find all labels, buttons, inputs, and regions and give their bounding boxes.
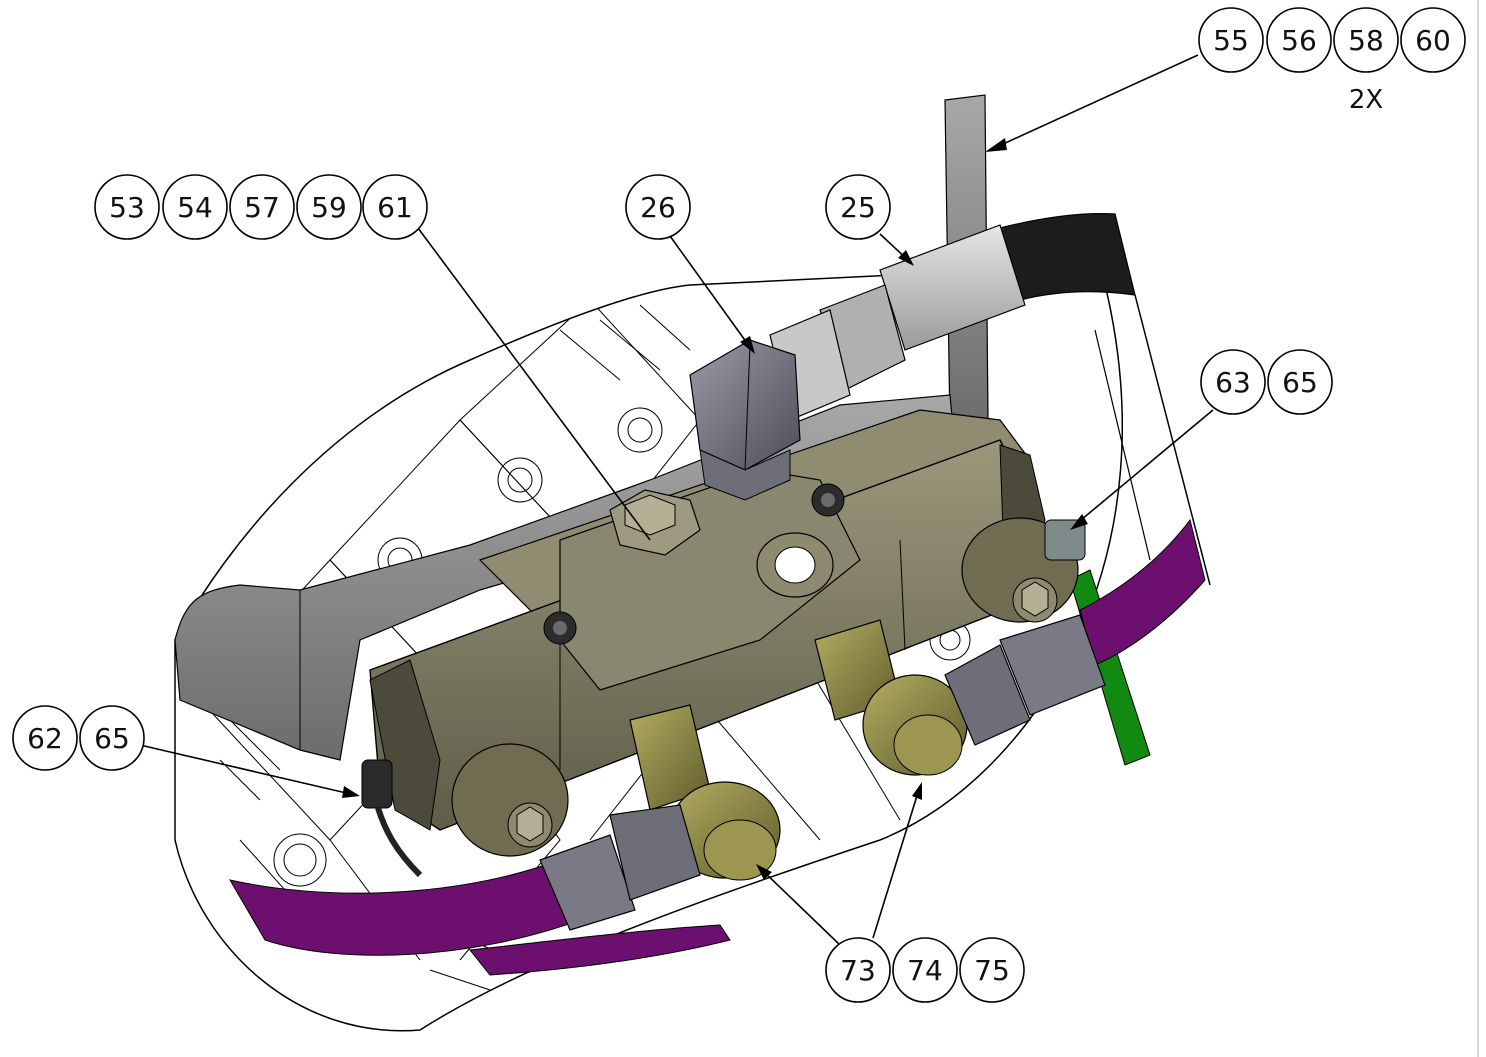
purple-hose-lower <box>228 859 731 976</box>
balloon-74: 74 <box>907 954 943 987</box>
banjo-eye <box>756 532 834 598</box>
balloon-61: 61 <box>377 191 413 224</box>
balloon-73: 73 <box>840 954 876 987</box>
solenoid-coil-left <box>451 743 569 857</box>
balloon-60: 60 <box>1415 24 1451 57</box>
balloon-group-73-74-75: 73 74 75 <box>825 937 1025 1003</box>
brass-fitting-right <box>814 619 968 776</box>
elbow-cap-fitting <box>689 339 801 501</box>
balloon-57: 57 <box>244 191 280 224</box>
balloon-65: 65 <box>1282 366 1318 399</box>
black-hose <box>999 213 1136 301</box>
electrical-connector-left <box>361 759 423 878</box>
quantity-note: 2X <box>1349 85 1383 115</box>
brass-fitting-left <box>629 704 781 881</box>
balloon-59: 59 <box>311 191 347 224</box>
socket-screws <box>543 483 845 645</box>
balloon-group-63-65: 63 65 <box>1200 349 1333 415</box>
balloon-62: 62 <box>27 722 63 755</box>
balloon-58: 58 <box>1348 24 1384 57</box>
balloon-53: 53 <box>109 191 145 224</box>
leader-lines <box>139 54 1214 946</box>
balloon-26: 26 <box>640 191 676 224</box>
balloon-54: 54 <box>177 191 213 224</box>
balloon-63: 63 <box>1215 366 1251 399</box>
balloon-25: 25 <box>840 191 876 224</box>
gray-hose-fitting-right <box>944 614 1106 746</box>
balloon-group-53-54-57-59-61: 53 54 57 59 61 <box>94 174 428 240</box>
balloon-56: 56 <box>1281 24 1317 57</box>
balloon-65: 65 <box>94 722 130 755</box>
balloon-group-26: 26 <box>625 174 691 240</box>
hose-outline <box>1134 294 1211 586</box>
balloon-group-25: 25 <box>825 174 891 240</box>
gray-hose-fitting-left <box>539 804 701 931</box>
balloon-55: 55 <box>1213 24 1249 57</box>
balloon-75: 75 <box>974 954 1010 987</box>
purple-hose-right <box>1079 518 1206 666</box>
hose-outline <box>1094 329 1151 561</box>
balloon-group-62-65: 62 65 <box>12 705 145 771</box>
balloon-group-55-56-58-60: 55 56 58 60 2X <box>1198 7 1466 115</box>
hex-nut <box>609 489 701 556</box>
electrical-connector-right <box>1044 519 1086 561</box>
